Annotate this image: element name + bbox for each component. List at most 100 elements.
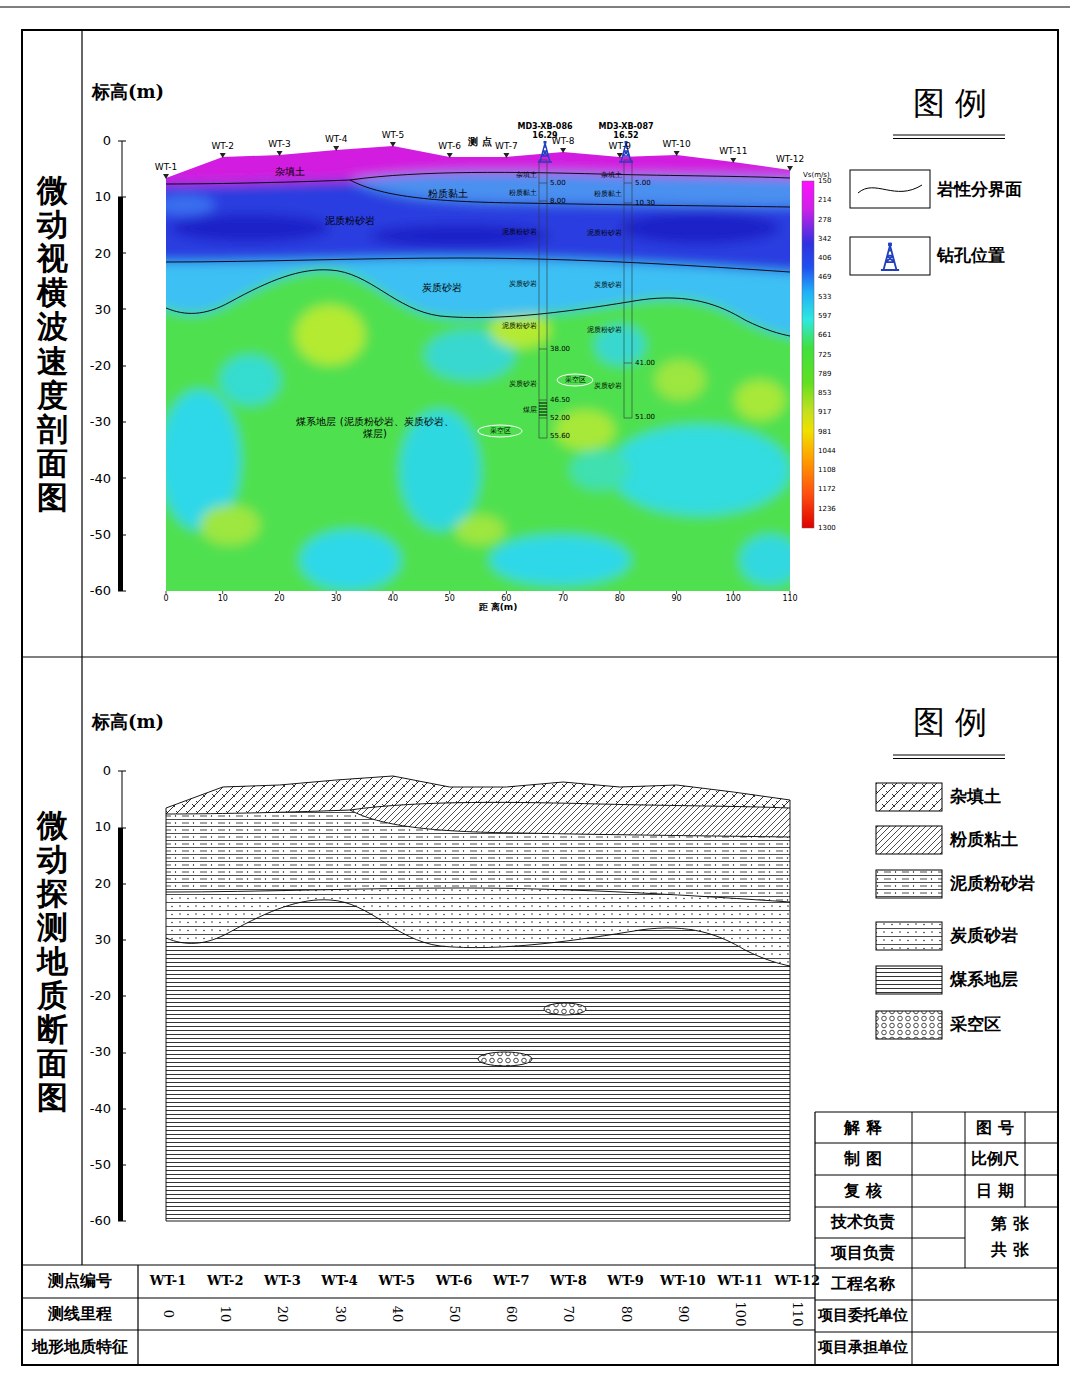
geologic-section	[166, 776, 790, 1221]
page-frame	[965, 1112, 966, 1268]
axis-title: 距 离(m)	[479, 602, 518, 612]
axis-tick: -50	[90, 527, 111, 542]
goaf-label: 采空区	[565, 376, 586, 384]
axis-tick: 30	[94, 302, 111, 317]
distance-tick: 50	[445, 594, 455, 603]
layer-label: 杂填土	[275, 166, 305, 178]
station-marker	[674, 151, 680, 156]
chainage-cell: 20	[275, 1306, 290, 1323]
axis-tick: 0	[103, 764, 111, 779]
table-cell: 项目委托单位	[818, 1307, 908, 1325]
borehole-depth: 8.00	[550, 197, 566, 205]
scale-value: 789	[818, 370, 831, 378]
scale-value: 1044	[818, 447, 836, 455]
layer-label: 煤系地层 (泥质粉砂岩、炭质砂岩、煤层)	[295, 416, 455, 439]
velocity-field	[620, 212, 780, 244]
legend-label: 粉质粘土	[950, 830, 1018, 850]
geologic-section	[166, 802, 790, 814]
legend-swatch	[850, 237, 930, 275]
distance-tick: 110	[782, 594, 797, 603]
axis-tick: -60	[90, 584, 111, 599]
distance-tick: 10	[218, 594, 228, 603]
page-frame	[22, 30, 1058, 1365]
axis-tick: -30	[90, 1045, 111, 1060]
borehole-note: 泥质粉砂岩	[502, 322, 537, 330]
station-cell: WT-10	[660, 1274, 706, 1289]
page-frame	[815, 1207, 1058, 1208]
velocity-field	[140, 90, 820, 184]
axis-tick: -20	[90, 989, 111, 1004]
scale-value: 1172	[818, 485, 836, 493]
borehole-depth: 55.60	[550, 432, 570, 440]
table-cell: 项目负责	[831, 1244, 895, 1262]
borehole-column	[624, 183, 632, 363]
legend-rule	[893, 755, 1005, 756]
borehole-column	[539, 183, 547, 418]
page-frame	[815, 1300, 1058, 1301]
velocity-field	[570, 450, 630, 490]
station-label: WT-7	[495, 141, 518, 151]
station-cell: WT-1	[150, 1274, 187, 1289]
station-marker	[560, 148, 566, 153]
velocity-field	[170, 214, 330, 242]
axis-tick: -40	[90, 471, 111, 486]
chainage-cell: 30	[332, 1306, 347, 1323]
geologic-section	[120, 720, 840, 1260]
page-frame	[815, 1238, 965, 1239]
lithology-boundary	[166, 258, 790, 272]
velocity-field	[155, 195, 215, 215]
legend-swatch	[850, 170, 942, 1039]
borehole-note: 炭质砂岩	[594, 382, 622, 390]
axis-tick: 0	[103, 134, 111, 149]
borehole-id: MD3-XB-087	[598, 122, 653, 131]
velocity-field	[300, 530, 400, 590]
legend-rule	[893, 758, 1005, 759]
station-label: WT-5	[382, 130, 405, 140]
station-marker	[277, 151, 283, 156]
table-cell: 图 号	[976, 1119, 1014, 1137]
axis-title: 标高(m)	[92, 712, 164, 733]
legend-swatch	[876, 966, 942, 994]
station-cell: WT-8	[550, 1274, 587, 1289]
borehole-note: 杂填土	[516, 171, 537, 179]
axis-tick: -30	[90, 415, 111, 430]
legend-rule	[893, 138, 1005, 139]
scale-value: 1108	[818, 466, 836, 474]
page-frame	[815, 1268, 1058, 1269]
legend-swatch	[858, 185, 922, 193]
chainage-cell: 70	[561, 1306, 576, 1323]
table-cell: 解 释	[844, 1119, 882, 1137]
station-label: WT-3	[268, 139, 291, 149]
station-label: WT-9	[609, 141, 632, 151]
scale-value: 469	[818, 273, 831, 281]
layer-label: 炭质砂岩	[422, 282, 462, 294]
station-label: WT-10	[662, 139, 690, 149]
distance-tick: 30	[331, 594, 341, 603]
geologic-section	[166, 900, 790, 966]
borehole-note: 粉质黏土	[594, 190, 622, 198]
station-cell: WT-5	[379, 1274, 416, 1289]
borehole-depth: 5.00	[550, 179, 566, 187]
legend-label: 采空区	[950, 1015, 1001, 1035]
distance-tick: 80	[615, 594, 625, 603]
borehole-column	[624, 160, 632, 418]
layer-label: 泥质粉砂岩	[325, 215, 375, 227]
station-cell: WT-4	[321, 1274, 358, 1289]
table-cell: 日 期	[976, 1182, 1014, 1200]
table-cell: 共 张	[991, 1241, 1029, 1259]
station-cell: WT-6	[436, 1274, 473, 1289]
legend-swatch	[876, 922, 942, 950]
borehole-note: 粉质黏土	[509, 189, 537, 197]
geologic-section	[166, 888, 790, 902]
distance-tick: 90	[671, 594, 681, 603]
velocity-field	[295, 305, 365, 365]
borehole-note: 泥质粉砂岩	[587, 229, 622, 237]
row-heading: 微动探测地质断面图	[22, 657, 82, 1265]
scale-value: 853	[818, 389, 831, 397]
station-cell: WT-9	[607, 1274, 644, 1289]
chainage-cell: 10	[218, 1306, 233, 1323]
legend-label: 杂填土	[950, 787, 1001, 807]
velocity-field	[610, 425, 790, 515]
borehole-id: MD3-XB-086	[517, 122, 572, 131]
